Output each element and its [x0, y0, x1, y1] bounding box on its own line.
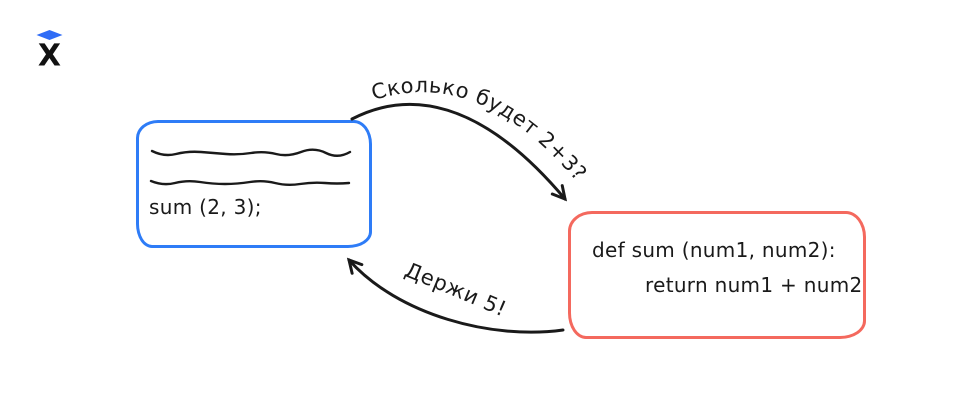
request-arrow [350, 102, 568, 202]
code-placeholder-line [149, 179, 351, 186]
function-def-line: def sum (num1, num2): [592, 238, 836, 262]
request-arrow-label: Сколько будет 2+3? [369, 73, 591, 185]
caller-code-box: sum (2, 3); [136, 120, 372, 248]
function-return-line: return num1 + num2 [645, 273, 863, 297]
hexlet-logo: X [36, 30, 63, 68]
logo-letter: X [38, 39, 61, 68]
caller-code-text: sum (2, 3); [149, 195, 262, 219]
response-arrow-label: Держи 5! [401, 258, 509, 322]
request-arrow-label-text: Сколько будет 2+3? [369, 73, 592, 185]
response-arrow [346, 257, 565, 334]
response-arrow-label-text: Держи 5! [401, 258, 510, 322]
function-def-box: def sum (num1, num2): return num1 + num2 [568, 211, 866, 339]
code-placeholder-line [150, 148, 352, 157]
mortarboard-icon [36, 30, 63, 40]
code-placeholder-lines [149, 148, 352, 186]
